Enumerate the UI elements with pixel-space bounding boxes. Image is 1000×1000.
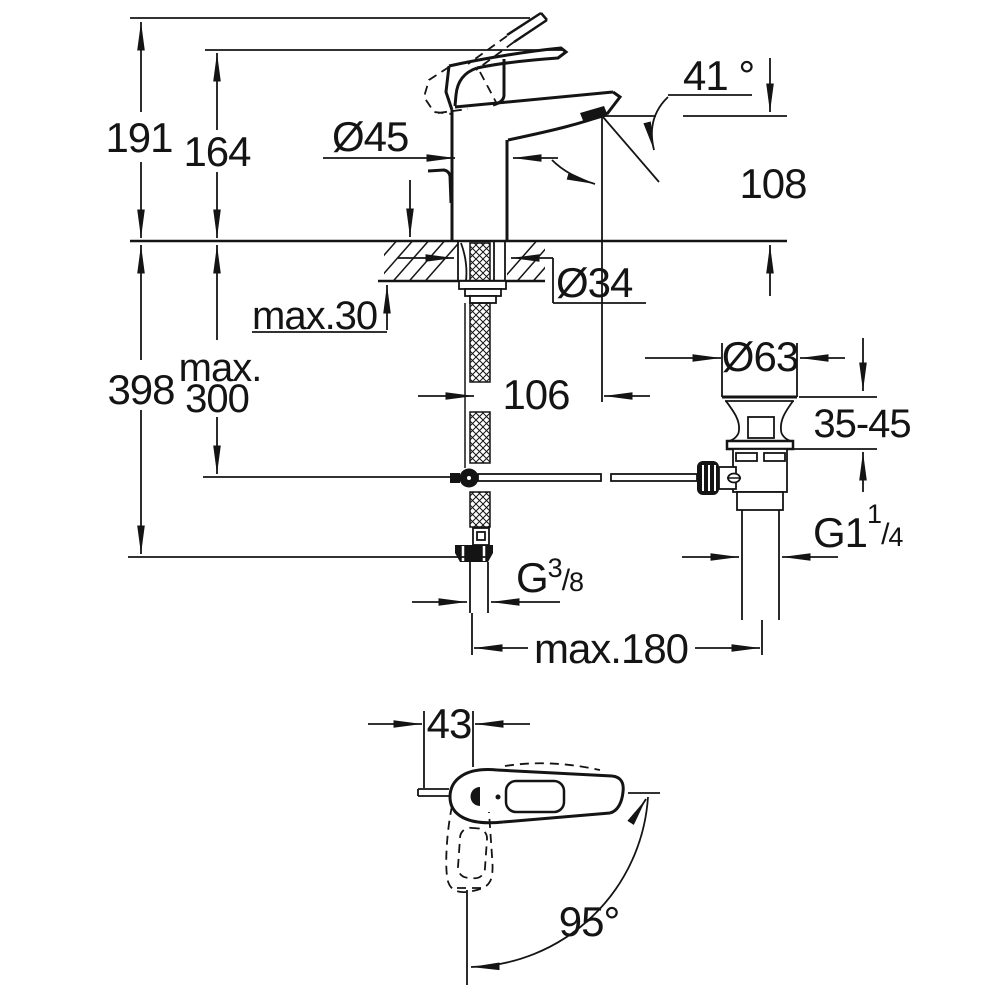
- dim-label-191: 191: [105, 114, 172, 161]
- side-view: 191 164 398 max. 300 Ø45: [105, 11, 912, 672]
- dim-108: 108: [601, 58, 808, 402]
- dim-max180: max.180: [471, 613, 763, 672]
- shank-through-deck: [457, 241, 507, 304]
- dim-164: 164: [183, 49, 565, 238]
- dim-label-max180: max.180: [534, 625, 688, 672]
- spout-outlet-mark: [470, 787, 480, 806]
- dim-label-35-45: 35-45: [813, 402, 910, 446]
- dim-106: 106: [418, 371, 650, 418]
- dim-398: 398: [107, 245, 490, 558]
- dim-label-d63: Ø63: [722, 333, 798, 380]
- pop-up-rod-top: [417, 788, 449, 797]
- dim-95deg: 95°: [466, 792, 660, 985]
- dim-d63: Ø63: [645, 333, 845, 380]
- dim-label-108: 108: [739, 160, 806, 207]
- dim-label-41deg: 41 °: [683, 52, 754, 99]
- faucet-body: [427, 46, 623, 241]
- flow-direction-arrow: [551, 159, 596, 185]
- dim-label-164: 164: [183, 128, 251, 175]
- top-view: 43 95°: [368, 700, 660, 985]
- dim-label-g114: G11/4: [813, 499, 903, 556]
- top-view-body: [417, 762, 625, 825]
- dim-label-43: 43: [427, 700, 472, 747]
- supply-tail-pipe: [469, 562, 489, 613]
- top-view-handle-swung-dashed: [445, 805, 494, 893]
- drain-waste-assembly: [697, 343, 798, 620]
- dim-43: 43: [368, 700, 530, 788]
- dim-d45: Ø45: [323, 113, 558, 162]
- dim-191: 191: [105, 17, 530, 238]
- dim-label-max30: max.30: [252, 294, 377, 338]
- dim-label-max: max.: [179, 346, 262, 390]
- dim-d34: Ø34: [398, 254, 646, 306]
- dim-max30: max.30: [252, 180, 414, 338]
- dim-g38: G3/8: [412, 553, 584, 606]
- drain-tail-pipe: [741, 510, 780, 620]
- dim-label-g38: G3/8: [516, 553, 583, 601]
- dim-label-106: 106: [502, 371, 569, 418]
- lever-raised-dashed: [423, 11, 548, 115]
- supply-hose: [455, 302, 493, 613]
- lever-top-outline: [504, 779, 566, 814]
- dim-35-45: 35-45: [793, 338, 912, 492]
- pop-up-rod-knob: [427, 168, 453, 204]
- dim-g114: G11/4: [682, 499, 904, 561]
- dim-label-398: 398: [107, 366, 174, 413]
- dim-41deg: 41 °: [551, 52, 755, 185]
- pop-up-pull-rod: [450, 468, 698, 488]
- dim-label-d45: Ø45: [332, 113, 408, 160]
- dim-label-d34: Ø34: [556, 259, 633, 306]
- dim-max300: max. 300: [179, 245, 452, 478]
- hose-connector-nut: [455, 545, 493, 562]
- dim-label-300: 300: [185, 377, 249, 421]
- dim-label-95deg: 95°: [559, 898, 620, 945]
- aerator: [580, 106, 608, 123]
